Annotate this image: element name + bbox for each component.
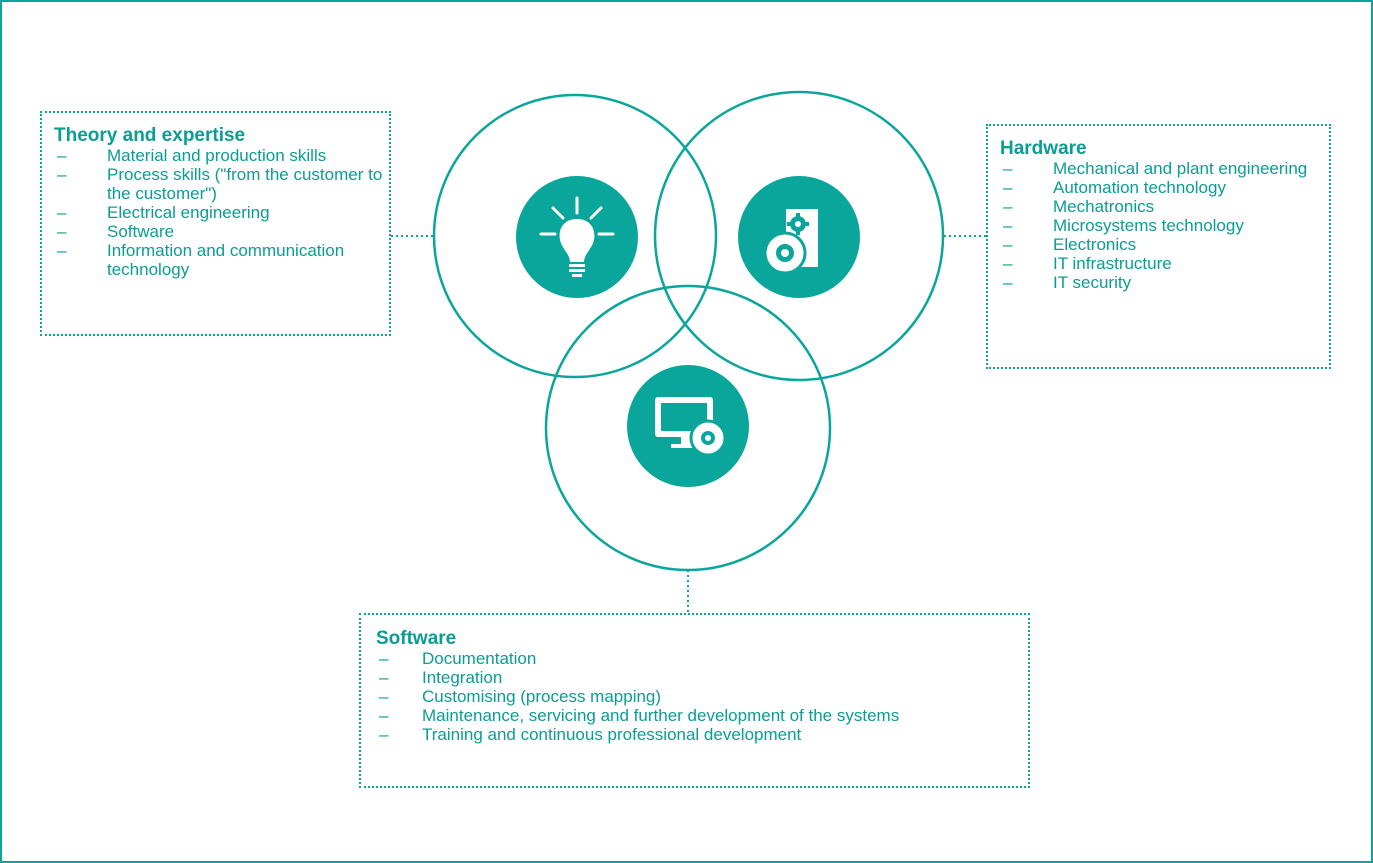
bullet-dash: –: [379, 706, 389, 725]
list-item: –IT security: [1003, 273, 1132, 292]
theory-list: –Material and production skills –Process…: [54, 146, 389, 279]
list-item: –IT infrastructure: [1003, 254, 1172, 273]
bullet-dash: –: [1003, 159, 1013, 178]
circle-theory: [432, 93, 718, 379]
bullet-dash: –: [57, 241, 67, 260]
theory-title: Theory and expertise: [54, 125, 246, 146]
bullet-dash: –: [57, 165, 67, 184]
disc-with-gear-icon: [738, 176, 860, 298]
software-title: Software: [376, 628, 457, 649]
list-item: –Automation technology: [1003, 178, 1226, 197]
list-item: –Information and communication technolog…: [57, 241, 345, 279]
bullet-dash: –: [57, 146, 67, 165]
circle-software: [544, 284, 832, 572]
bullet-dash: –: [1003, 216, 1013, 235]
bullet-dash: –: [57, 222, 67, 241]
list-item: –Integration: [379, 668, 503, 687]
software-box: Software –Documentation –Integration –Cu…: [359, 613, 1030, 788]
list-item: –Process skills ("from the customer to t…: [57, 165, 383, 203]
theory-box: Theory and expertise –Material and produ…: [40, 111, 391, 336]
monitor-with-disc-icon: [627, 365, 749, 487]
list-item: –Documentation: [379, 649, 537, 668]
list-item: –Mechatronics: [1003, 197, 1155, 216]
list-item: –Training and continuous professional de…: [379, 725, 802, 744]
hardware-list: –Mechanical and plant engineering –Autom…: [1000, 159, 1329, 292]
bullet-dash: –: [379, 725, 389, 744]
list-item: –Customising (process mapping): [379, 687, 662, 706]
bullet-dash: –: [1003, 273, 1013, 292]
list-item: –Electrical engineering: [57, 203, 270, 222]
bullet-dash: –: [379, 687, 389, 706]
bullet-dash: –: [379, 668, 389, 687]
circle-hardware: [653, 90, 945, 382]
hardware-box: Hardware –Mechanical and plant engineeri…: [986, 124, 1331, 369]
bullet-dash: –: [1003, 235, 1013, 254]
list-item: –Mechanical and plant engineering: [1003, 159, 1308, 178]
bullet-dash: –: [1003, 178, 1013, 197]
hardware-title: Hardware: [1000, 138, 1087, 159]
list-item: –Maintenance, servicing and further deve…: [379, 706, 900, 725]
list-item: –Microsystems technology: [1003, 216, 1244, 235]
bullet-dash: –: [379, 649, 389, 668]
bullet-dash: –: [1003, 197, 1013, 216]
list-item: –Material and production skills: [57, 146, 327, 165]
bullet-dash: –: [1003, 254, 1013, 273]
software-list: –Documentation –Integration –Customising…: [376, 649, 1028, 744]
bullet-dash: –: [57, 203, 67, 222]
list-item: –Electronics: [1003, 235, 1137, 254]
lightbulb-icon: [516, 176, 638, 298]
list-item: –Software: [57, 222, 175, 241]
